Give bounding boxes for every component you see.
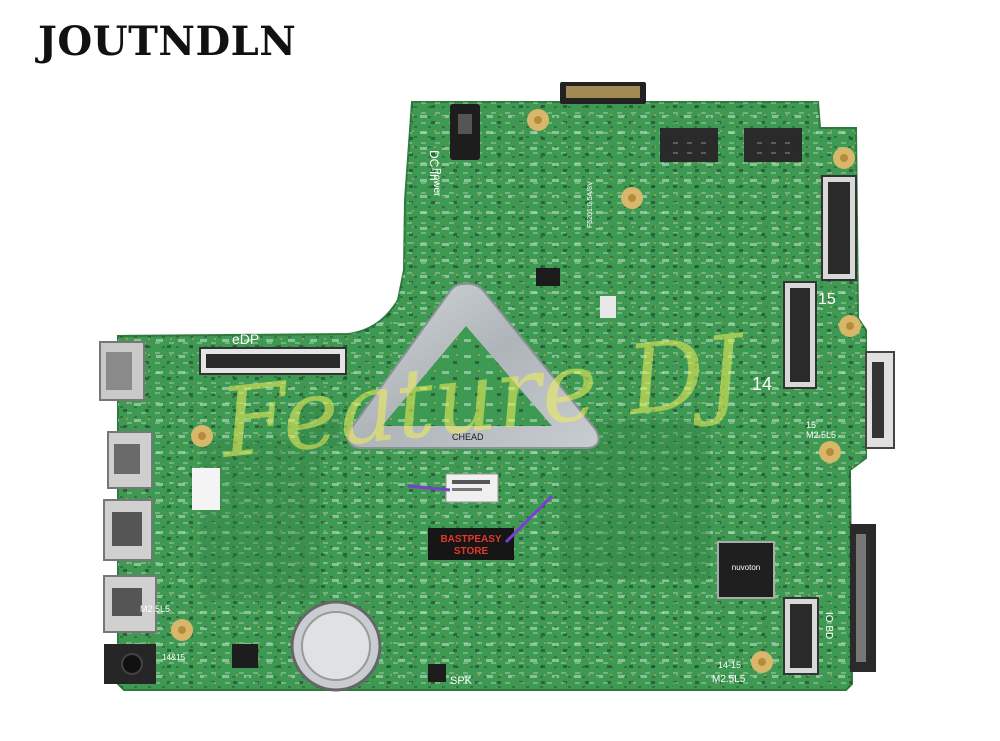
brand-title: JOUTNDLN (38, 18, 297, 65)
silk-dc-in: DC-in (427, 150, 441, 181)
silk-heatsink: CHEAD (452, 432, 484, 442)
sticker-line-1: BASTPEASY (440, 534, 501, 545)
silk-1415-bottom: 14-15 (718, 660, 741, 670)
silk-15-right: 15 (806, 420, 816, 430)
store-sticker (428, 528, 514, 560)
silk-15: 15 (818, 291, 836, 308)
silk-14: 14 (752, 374, 772, 394)
sticker-line-2: STORE (454, 546, 489, 557)
ec-chip (717, 541, 775, 599)
silk-power: Power (431, 168, 442, 197)
silk-m25l5-bottom: M2.5L5 (712, 674, 746, 685)
silk-m25l5-right: M2.5L5 (806, 430, 836, 440)
chip-brand: nuvoton (732, 563, 760, 572)
silk-edp: eDP (232, 331, 259, 347)
silk-1415-left: 14&15 (162, 653, 186, 662)
silk-fuse-1: F5201:1.1A/24V (282, 321, 333, 328)
silk-io-bd: IO BD (823, 612, 834, 639)
silk-m25l5-left: M2.5L5 (140, 604, 170, 614)
silk-spk: SPK (450, 675, 473, 687)
silk-fuse-2: F5201:0.5A/8V (587, 181, 594, 228)
